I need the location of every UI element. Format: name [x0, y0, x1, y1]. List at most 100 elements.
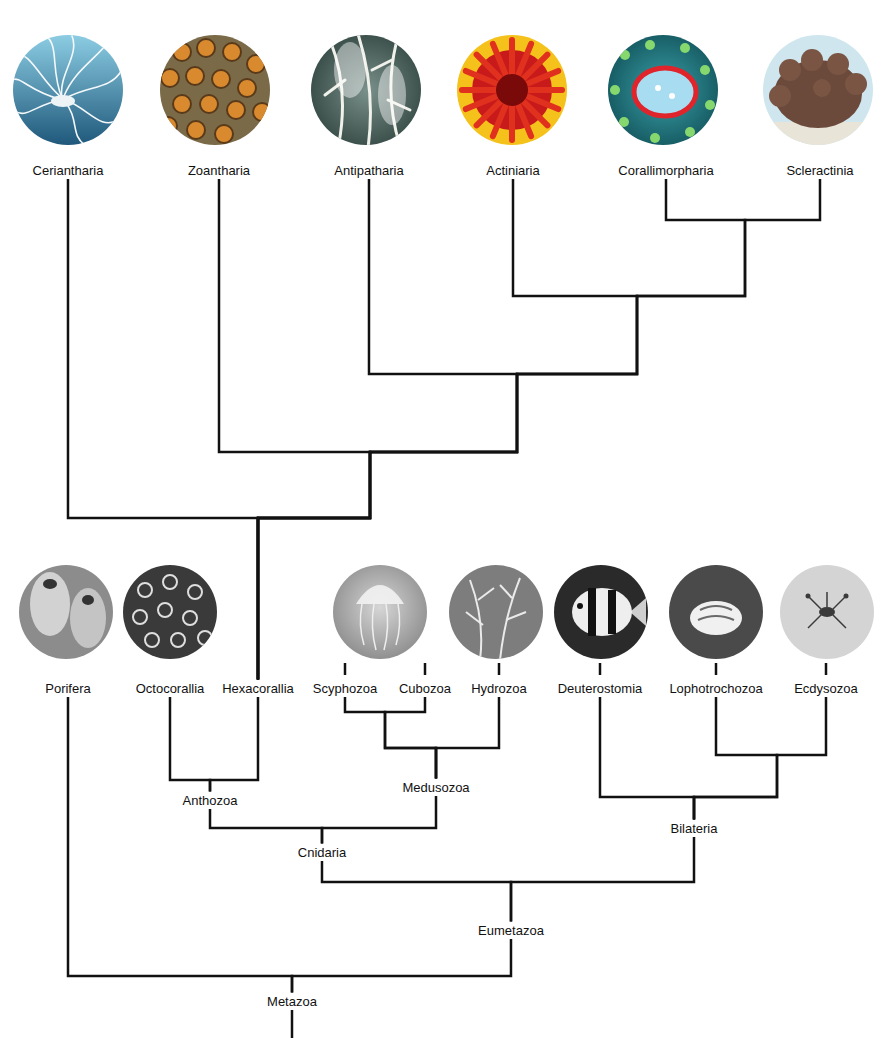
- lump: [779, 59, 801, 81]
- tree-branch: [68, 179, 258, 680]
- polyp: [158, 603, 172, 617]
- branch: [466, 612, 483, 625]
- dot: [705, 100, 715, 110]
- leg: [808, 596, 821, 609]
- coral-lumps: [769, 49, 867, 107]
- tree-branch: [436, 697, 499, 779]
- polyp: [183, 611, 197, 625]
- taxon-label: Scleractinia: [783, 162, 856, 179]
- tree-branch: [258, 179, 820, 680]
- lump: [801, 49, 823, 71]
- taxon-label: Cnidaria: [295, 844, 349, 861]
- jellyfish-bell: [356, 585, 404, 604]
- osculum: [82, 595, 94, 605]
- photo: [10, 32, 126, 148]
- tree-branch: [292, 939, 511, 993]
- polyp: [238, 79, 256, 97]
- tick: [498, 663, 501, 675]
- taxon-name: Scleractinia: [786, 163, 853, 178]
- polyp: [253, 103, 271, 121]
- tentacles: [462, 40, 562, 140]
- tree-branch: [385, 697, 436, 779]
- taxon-label: Antipatharia: [331, 162, 406, 179]
- tick: [599, 663, 602, 675]
- taxon-name: Corallimorpharia: [618, 163, 713, 178]
- photo-ground: [669, 565, 763, 659]
- sponge: [70, 588, 106, 648]
- tentacle: [64, 40, 110, 96]
- polyp: [159, 117, 177, 135]
- tree-branch: [210, 809, 322, 844]
- taxon-name: Zoantharia: [188, 163, 250, 178]
- dot: [685, 127, 695, 137]
- tentacle-dots: [610, 40, 715, 143]
- tick: [424, 663, 427, 675]
- taxon-label: Bilateria: [668, 820, 721, 837]
- tentacle: [45, 35, 62, 98]
- taxon-name: Anthozoa: [183, 793, 238, 808]
- photo: [123, 565, 217, 659]
- taxon-label: Actiniaria: [483, 162, 542, 179]
- taxon-label: Ecdysozoa: [791, 680, 861, 697]
- polyp-cloud: [334, 42, 366, 98]
- photo: [761, 32, 877, 152]
- polyp: [223, 43, 241, 61]
- tick: [715, 663, 718, 675]
- photo: [554, 565, 648, 659]
- photo-ground: [455, 32, 571, 148]
- taxon-label: Anthozoa: [180, 792, 241, 809]
- photo: [309, 32, 425, 148]
- polyp: [171, 633, 185, 647]
- taxon-name: Scyphozoa: [313, 681, 377, 696]
- taxon-name: Deuterostomia: [558, 681, 643, 696]
- polyp-cloud: [378, 65, 406, 125]
- tentacle: [372, 604, 376, 650]
- dot: [680, 43, 690, 53]
- tentacle: [66, 70, 122, 98]
- taxon-name: Metazoa: [267, 994, 317, 1009]
- polyp: [247, 55, 265, 73]
- photo-ground: [309, 32, 425, 148]
- dot: [610, 85, 620, 95]
- polyp: [187, 121, 205, 139]
- photo-ground: [333, 565, 427, 659]
- polyp: [161, 69, 179, 87]
- taxon-label: Metazoa: [264, 993, 320, 1010]
- taxon-label: Medusozoa: [399, 779, 472, 796]
- polyp: [200, 95, 218, 113]
- polyps: [159, 39, 271, 143]
- taxon-name: Ceriantharia: [33, 163, 104, 178]
- taxon-label: Corallimorpharia: [615, 162, 716, 179]
- taxon-name: Octocorallia: [136, 681, 205, 696]
- branch: [500, 585, 512, 598]
- taxon-name: Medusozoa: [402, 780, 469, 795]
- tree-branch: [68, 697, 292, 993]
- fish-body: [572, 588, 632, 636]
- photo: [19, 565, 113, 659]
- sponge: [30, 572, 70, 636]
- dot: [619, 117, 629, 127]
- tick: [825, 663, 828, 675]
- leg: [833, 615, 846, 628]
- taxon-label: Cubozoa: [396, 680, 454, 697]
- dot: [650, 133, 660, 143]
- polyp: [188, 585, 202, 599]
- taxon-label: Hydrozoa: [468, 680, 530, 697]
- taxon-name: Lophotrochozoa: [669, 681, 762, 696]
- polyps: [133, 575, 212, 647]
- taxon-name: Porifera: [45, 681, 91, 696]
- taxon-label: Lophotrochozoa: [666, 680, 765, 697]
- taxon-label: Eumetazoa: [475, 922, 547, 939]
- taxon-label: Hexacorallia: [219, 680, 297, 697]
- tentacle: [384, 604, 388, 650]
- claw: [806, 594, 811, 599]
- taxon-label: Deuterostomia: [555, 680, 646, 697]
- polyp: [138, 583, 152, 597]
- leg: [833, 596, 846, 609]
- dot: [655, 85, 661, 91]
- tick: [344, 663, 347, 675]
- photo-ground: [554, 565, 648, 659]
- lump: [827, 53, 849, 75]
- photo-ground: [449, 565, 543, 659]
